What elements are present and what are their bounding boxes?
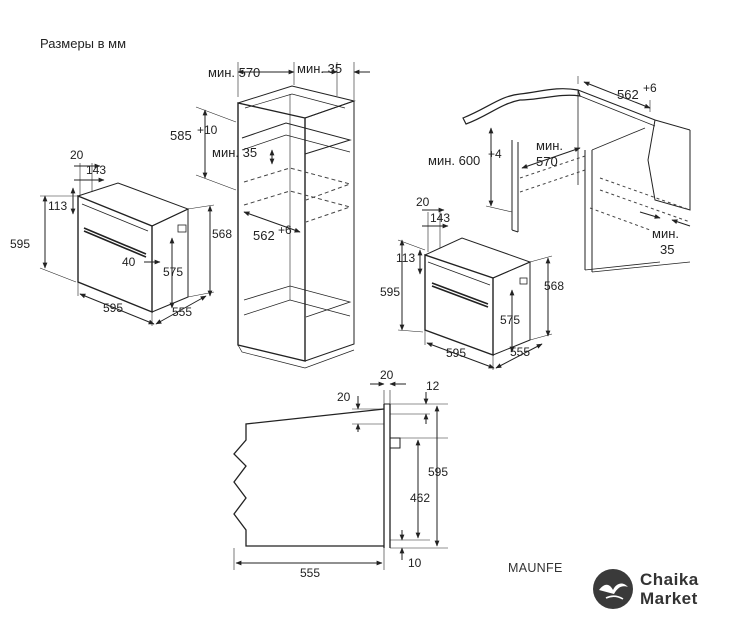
- oven-profile-e: [233, 381, 448, 570]
- dim-d-113: 113: [396, 251, 415, 265]
- dim-d-568: 568: [544, 279, 564, 293]
- dim-e-462: 462: [410, 491, 430, 505]
- dim-a-113: 113: [48, 199, 67, 213]
- dim-d-595-width: 595: [446, 346, 466, 360]
- dim-a-595-height: 595: [10, 237, 30, 251]
- dim-a-595-width: 595: [103, 301, 123, 315]
- chaika-market-logo: Chaika Market: [592, 568, 722, 612]
- cabinet-b: [195, 62, 370, 369]
- dim-b-562: 562: [253, 228, 275, 243]
- dim-a-20: 20: [70, 148, 84, 162]
- oven-a: [39, 163, 215, 326]
- dim-b-585-sup: +10: [197, 123, 218, 137]
- counter-c: [462, 76, 691, 273]
- oven-d: [397, 207, 553, 370]
- dim-b-585: 585: [170, 128, 192, 143]
- dim-c-min35-label: мин.: [652, 226, 679, 241]
- dim-d-555: 555: [510, 345, 530, 359]
- dim-c-562: 562: [617, 87, 639, 102]
- dim-a-568: 568: [212, 227, 232, 241]
- logo-wordmark: Chaika Market: [640, 570, 699, 608]
- dim-e-595: 595: [428, 465, 448, 479]
- dim-a-143: 143: [86, 163, 106, 177]
- dim-b-min35-top: мин. 35: [297, 61, 342, 76]
- dim-c-min600-sup: +4: [488, 147, 502, 161]
- dim-b-min35-mid: мин. 35: [212, 145, 257, 160]
- dim-d-20: 20: [416, 195, 430, 209]
- dim-c-min600: мин. 600: [428, 153, 480, 168]
- dim-d-575: 575: [500, 313, 520, 327]
- dim-b-min570: мин. 570: [208, 65, 260, 80]
- logo-line-2: Market: [640, 589, 698, 608]
- seagull-icon: [593, 569, 633, 609]
- dim-e-20-left: 20: [337, 390, 351, 404]
- page-title: Размеры в мм: [40, 36, 127, 51]
- dim-c-570: 570: [536, 154, 558, 169]
- dim-e-12: 12: [426, 379, 440, 393]
- logo-line-1: Chaika: [640, 570, 699, 589]
- dim-e-20-top: 20: [380, 368, 394, 382]
- dim-d-595-height: 595: [380, 285, 400, 299]
- dim-e-555: 555: [300, 566, 320, 580]
- dim-a-40: 40: [122, 255, 136, 269]
- model-label: MAUNFE: [508, 561, 563, 575]
- dim-a-575: 575: [163, 265, 183, 279]
- dim-e-10: 10: [408, 556, 422, 570]
- dim-b-562-sup: +6: [278, 223, 292, 237]
- dim-c-min-label: мин.: [536, 138, 563, 153]
- dim-a-555: 555: [172, 305, 192, 319]
- dim-d-143: 143: [430, 211, 450, 225]
- dim-c-min35-value: 35: [660, 242, 674, 257]
- dim-c-562-sup: +6: [643, 81, 657, 95]
